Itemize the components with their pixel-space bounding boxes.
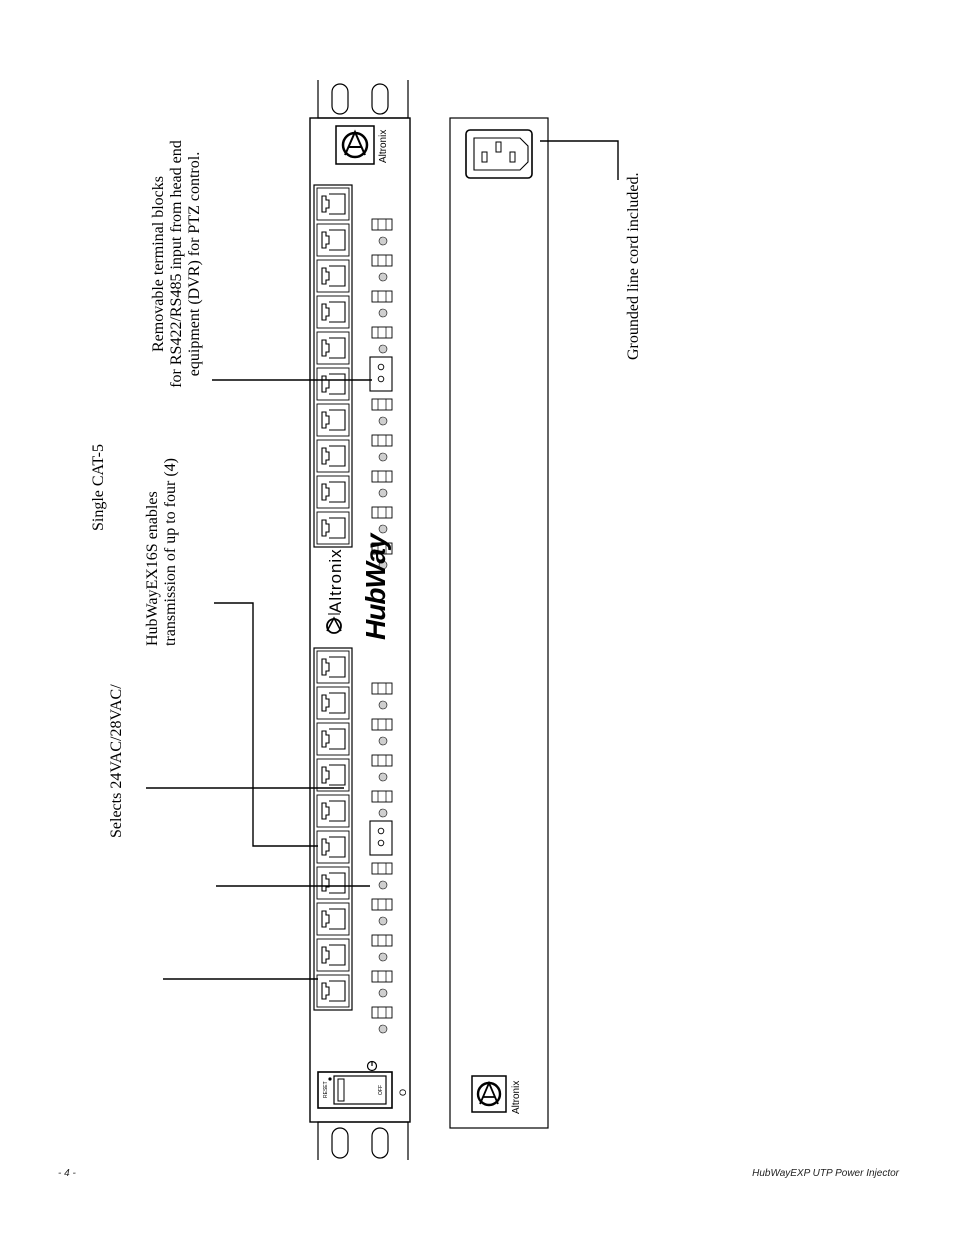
callout-hubway-line-1: HubWayEX16S enables [144,491,161,646]
rj45-port [316,331,350,365]
status-led [378,416,388,426]
rj45-port [316,403,350,437]
callout-terminal-line-2: for RS422/RS485 input from head end [168,140,185,388]
altronix-logo-rear [471,1075,507,1113]
rj45-ports-lower [316,650,350,1008]
rj45-port [316,650,350,684]
iec-power-inlet-icon [465,129,533,179]
callout-selects-vac: Selects 24VAC/28VAC/ [108,684,125,838]
rj45-port [316,439,350,473]
status-leds-upper [369,218,393,570]
hubway-logo: HubWay [360,534,391,641]
leader-lines [146,140,619,980]
power-icon [366,1060,378,1072]
fuse-holder [371,862,393,875]
fuse-holder [371,398,393,411]
front-panel [309,117,411,1123]
rj45-ports-upper [316,187,350,545]
status-led [378,916,388,926]
status-led [378,524,388,534]
rj45-port [316,223,350,257]
status-led [378,772,388,782]
status-leds-lower [369,682,393,1034]
rj45-port [316,686,350,720]
status-led [378,952,388,962]
callout-terminal-line-3: equipment (DVR) for PTZ control. [186,151,203,377]
status-led [378,560,388,570]
status-led [378,736,388,746]
fuse-holder [371,934,393,947]
rj45-port [316,475,350,509]
status-led [378,272,388,282]
callout-terminal-line-1: Removable terminal blocks [150,176,167,352]
rj45-port [316,866,350,900]
switch-reset-label: RESET [323,1081,329,1098]
fuse-holder [371,754,393,767]
fuse-holder [371,506,393,519]
fuse-holder [371,218,393,231]
altronix-logo-middle [326,613,342,634]
rj45-port [316,794,350,828]
document-title: HubWayEXP UTP Power Injector [752,1168,899,1179]
fuse-holder [371,790,393,803]
fuse-holder [371,434,393,447]
status-led [378,308,388,318]
fuse-holder [371,470,393,483]
port-block-upper [313,184,353,548]
fuse-holder [371,682,393,695]
fuse-holder [371,542,393,555]
terminal-block-connector [369,820,393,856]
callout-single-cat5: Single CAT-5 [90,444,107,531]
rj45-port [316,511,350,545]
status-led [378,988,388,998]
rj45-port [316,367,350,401]
callout-hubway-line-2: transmission of up to four (4) [162,458,179,646]
rj45-port [316,187,350,221]
status-led [378,880,388,890]
fuse-holder [371,326,393,339]
rj45-port [316,295,350,329]
fuse-holder [371,898,393,911]
fuse-holder [371,718,393,731]
rj45-port [316,259,350,293]
rj45-port [316,902,350,936]
fuse-holder [371,970,393,983]
status-led [378,236,388,246]
brand-middle: Altronix [326,548,345,613]
callout-hubway-enables: HubWayEX16S enables transmission of up t… [144,458,180,646]
fuse-holder [371,254,393,267]
switch-off-symbol: O [398,1088,408,1096]
switch-off-label: OFF [378,1085,384,1095]
power-switch[interactable] [317,1071,393,1109]
brand-top: Altronix [378,129,389,163]
status-led [378,700,388,710]
status-led [378,488,388,498]
rj45-port [316,722,350,756]
rj45-port [316,830,350,864]
rack-ear-bottom [317,1121,409,1160]
leader-hubway-enables [214,602,318,847]
terminal-block-connector [369,356,393,392]
callout-grounded-cord: Grounded line cord included. [625,172,642,361]
brand-rear: Altronix [511,1080,522,1114]
rj45-port [316,974,350,1008]
leader-grounded-cord [540,140,619,180]
port-block-lower [313,647,353,1011]
status-led [378,452,388,462]
status-led [378,344,388,354]
fuse-holder [371,1006,393,1019]
rj45-port [316,938,350,972]
status-led [378,1024,388,1034]
callout-terminal-blocks: Removable terminal blocks for RS422/RS48… [150,128,204,400]
status-led [378,808,388,818]
altronix-logo-top [335,125,375,165]
page-number: - 4 - [58,1168,76,1179]
fuse-holder [371,290,393,303]
rear-panel [449,117,549,1129]
rj45-port [316,758,350,792]
rack-ear-top [317,80,409,119]
